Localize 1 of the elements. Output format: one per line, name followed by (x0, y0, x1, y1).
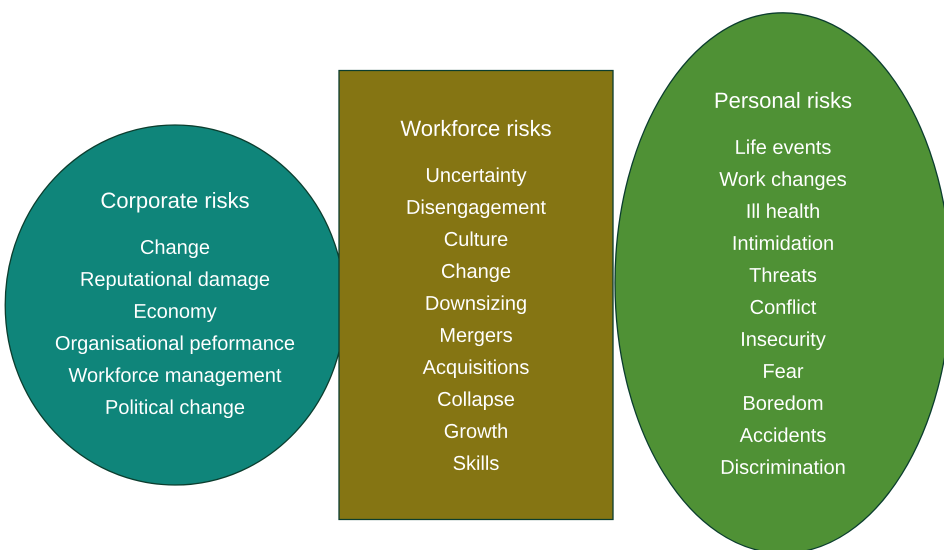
risk-box: Workforce risks Uncertainty Disengagement Culture Change Downsizing Mergers Acquisitions Collapse Growth Skills (338, 70, 614, 520)
